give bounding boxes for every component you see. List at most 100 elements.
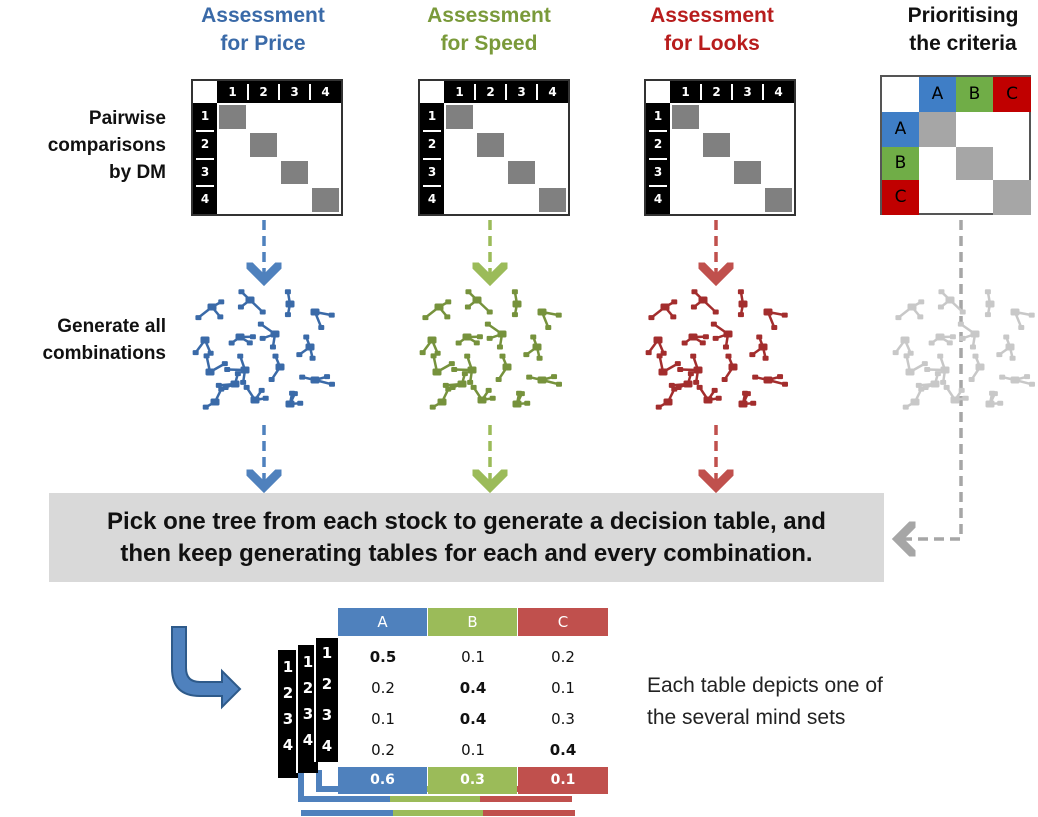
matrix-diagonal-cell — [703, 132, 730, 157]
row-id-3: 3 — [321, 706, 333, 724]
matrix-diagonal-cell — [281, 160, 308, 185]
matrix-row-1: 1 — [653, 109, 663, 123]
matrix-diagonal-cell — [219, 105, 246, 129]
row-label-generate: Generate all combinations — [42, 313, 166, 367]
header-looks-line2: for Looks — [664, 32, 760, 55]
matrix-col-3: 3 — [290, 85, 299, 99]
priority-matrix: A B C A B C — [880, 75, 1031, 215]
row-label-generate-1: Generate all — [57, 316, 166, 337]
matrix-row-2: 2 — [653, 136, 663, 151]
header-speed: Assessment for Speed — [389, 2, 589, 58]
matrix-price: 1 2 3 4 1 2 3 4 — [191, 79, 343, 216]
matrix-speed: 1 2 3 4 1 2 3 4 — [418, 79, 570, 216]
matrix-row-2: 2 — [427, 136, 437, 151]
header-price: Assessment for Price — [163, 2, 363, 58]
table-cell: 0.3 — [551, 710, 575, 728]
prio-col-a: A — [919, 77, 956, 112]
prio-diag-2 — [956, 147, 993, 180]
header-prio-line1: Prioritising — [907, 4, 1019, 27]
matrix-row-3: 3 — [427, 164, 437, 179]
matrix-row-1: 1 — [200, 109, 210, 123]
tree-cluster-priority — [892, 289, 1035, 410]
arrow-priority-connector — [898, 220, 963, 539]
weight-c: 0.1 — [518, 767, 608, 794]
row-label-pairwise-1: Pairwise — [88, 108, 166, 129]
header-price-line2: for Price — [220, 32, 306, 55]
table-cell: 0.4 — [549, 741, 577, 759]
table-cell: 0.1 — [461, 741, 485, 759]
matrix-col-1: 1 — [681, 85, 690, 99]
matrix-col-2: 2 — [486, 85, 495, 99]
matrix-diagonal-cell — [734, 160, 761, 185]
table-cell: 0.1 — [371, 710, 395, 728]
decision-table-row-ids: 1 2 3 4 — [314, 638, 338, 762]
prio-diag-1 — [919, 112, 956, 147]
weight-a: 0.6 — [338, 767, 427, 794]
matrix-col-3: 3 — [517, 85, 526, 99]
prio-col-b: B — [956, 77, 993, 112]
matrix-diagonal-cell — [765, 188, 792, 212]
caption-line-2: the several mind sets — [647, 706, 846, 729]
prio-diag-3 — [993, 180, 1031, 215]
matrix-col-4: 4 — [548, 85, 557, 99]
table-cell: 0.1 — [551, 679, 575, 697]
matrix-row-3: 3 — [653, 164, 663, 179]
row-label-generate-2: combinations — [42, 343, 166, 364]
matrix-row-4: 4 — [653, 192, 663, 207]
prio-row-a: A — [882, 112, 919, 147]
matrix-diagonal-cell — [539, 188, 566, 212]
matrix-diagonal-cell — [446, 105, 473, 129]
table-header-a: A — [338, 608, 427, 636]
matrix-col-2: 2 — [712, 85, 721, 99]
table-cell: 0.4 — [459, 679, 487, 697]
row-label-pairwise-3: by DM — [109, 162, 166, 183]
row-label-pairwise: Pairwise comparisons by DM — [48, 105, 166, 186]
matrix-row-4: 4 — [200, 192, 210, 207]
row-id-2: 2 — [321, 675, 333, 693]
matrix-diagonal-cell — [508, 160, 535, 185]
matrix-diagonal-cell — [477, 132, 504, 157]
instruction-banner: Pick one tree from each stock to generat… — [49, 493, 884, 582]
prio-row-c: C — [882, 180, 919, 215]
caption-line-1: Each table depicts one of — [647, 674, 883, 697]
table-cell: 0.2 — [371, 679, 395, 697]
curved-arrow-icon — [171, 626, 242, 710]
prio-row-b: B — [882, 147, 919, 180]
stack-card-middle: 1 2 3 4 — [296, 645, 318, 773]
banner-text: Pick one tree from each stock to generat… — [49, 506, 884, 570]
matrix-diagonal-cell — [672, 105, 699, 129]
table-header-b: B — [428, 608, 517, 636]
matrix-row-2: 2 — [200, 136, 210, 151]
weight-b: 0.3 — [428, 767, 517, 794]
header-speed-line2: for Speed — [440, 32, 538, 55]
tree-cluster-looks — [645, 289, 788, 410]
matrix-col-1: 1 — [228, 85, 237, 99]
matrix-diagonal-cell — [250, 132, 277, 157]
matrix-diagonal-cell — [312, 188, 339, 212]
row-label-pairwise-2: comparisons — [47, 135, 166, 156]
matrix-row-3: 3 — [200, 164, 210, 179]
banner-line-1: Pick one tree from each stock to generat… — [107, 508, 826, 535]
matrix-row-1: 1 — [427, 109, 437, 123]
banner-line-2: then keep generating tables for each and… — [120, 540, 813, 567]
header-prio-line2: the criteria — [909, 32, 1017, 55]
header-price-line1: Assessment — [201, 4, 325, 27]
matrix-col-4: 4 — [321, 85, 330, 99]
prio-col-c: C — [993, 77, 1031, 112]
table-cell: 0.1 — [461, 648, 485, 666]
table-cell: 0.2 — [371, 741, 395, 759]
tree-cluster-speed — [419, 289, 562, 410]
caption: Each table depicts one of the several mi… — [647, 670, 883, 734]
row-id-1: 1 — [321, 644, 333, 662]
table-cell: 0.2 — [551, 648, 575, 666]
header-looks-line1: Assessment — [650, 4, 774, 27]
table-cell: 0.4 — [459, 710, 487, 728]
header-speed-line1: Assessment — [427, 4, 551, 27]
matrix-col-2: 2 — [259, 85, 268, 99]
header-looks: Assessment for Looks — [612, 2, 812, 58]
matrix-col-1: 1 — [455, 85, 464, 99]
matrix-col-4: 4 — [774, 85, 783, 99]
matrix-row-4: 4 — [427, 192, 437, 207]
